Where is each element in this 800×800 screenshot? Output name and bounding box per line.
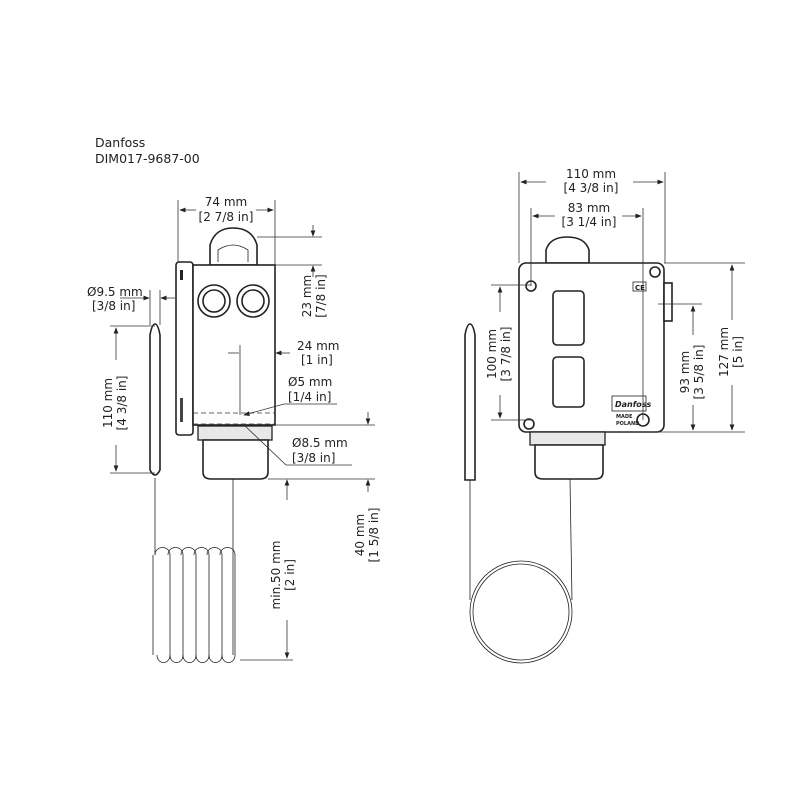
bulb-length-in-label: [4 3/8 in]	[115, 376, 129, 431]
country-label: POLAND	[616, 421, 639, 427]
width-mm-label: 110 mm	[566, 167, 616, 181]
side-gland	[663, 282, 673, 322]
capillary-loop	[469, 560, 573, 664]
base-ring	[529, 431, 606, 446]
sensor-bulb	[464, 323, 476, 481]
document-id: DIM017-9687-00	[95, 151, 200, 166]
hole-spacing-h-in-label: [3 1/4 in]	[562, 215, 617, 229]
bulb-diameter-mm-label: Ø9.5 mm	[87, 285, 143, 299]
top-cap	[545, 236, 590, 264]
screw	[649, 266, 661, 278]
capillary-diameter-mm-label: Ø5 mm	[288, 375, 332, 389]
width-in-label: [4 3/8 in]	[564, 181, 619, 195]
screw	[523, 418, 535, 430]
capillary-coil	[152, 547, 236, 663]
brand-label: Danfoss	[95, 135, 145, 150]
hole-spacing-v-mm-label: 100 mm	[485, 329, 499, 379]
gland-height-in-label: [3 5/8 in]	[692, 345, 706, 400]
hole-spacing-v-in-label: [3 7/8 in]	[499, 327, 513, 382]
gland-height-mm-label: 93 mm	[678, 351, 692, 393]
cap-height-mm-label: 23 mm	[300, 275, 314, 317]
base-ring	[197, 425, 273, 441]
base-height-mm-label: 40 mm	[353, 514, 367, 556]
top-cap	[209, 227, 258, 266]
gland-diameter-mm-label: Ø8.5 mm	[292, 436, 348, 450]
height-mm-label: 127 mm	[717, 327, 731, 377]
front-view-thermostat: CE Danfoss MADE POLAND 110 mm [4 3/8 in]…	[464, 167, 745, 664]
min-bend-in-label: [2 in]	[283, 559, 297, 591]
ce-mark: CE	[635, 284, 645, 292]
hole-spacing-h-mm-label: 83 mm	[568, 201, 610, 215]
sensor-housing	[202, 439, 269, 480]
min-bend-mm-label: min.50 mm	[269, 541, 283, 610]
ce-mark-box	[632, 281, 647, 292]
made-label: MADE	[616, 414, 633, 420]
logo-plate	[611, 395, 647, 412]
gland-diameter-in-label: [3/8 in]	[292, 451, 335, 465]
base-height-in-label: [1 5/8 in]	[367, 508, 381, 563]
sensor-bulb	[149, 323, 161, 476]
bulb-diameter-in-label: [3/8 in]	[92, 299, 135, 313]
bulb-length-mm-label: 110 mm	[101, 378, 115, 428]
capillary-offset-in-label: [1 in]	[301, 353, 333, 367]
sensor-housing	[534, 444, 604, 480]
cap-height-in-label: [7/8 in]	[314, 274, 328, 317]
capillary-offset-mm-label: 24 mm	[297, 339, 339, 353]
width-in-label: [2 7/8 in]	[199, 210, 254, 224]
width-mm-label: 74 mm	[205, 195, 247, 209]
height-in-label: [5 in]	[731, 336, 745, 368]
danfoss-logo: Danfoss	[615, 400, 651, 409]
window-upper	[552, 290, 585, 346]
capillary-diameter-in-label: [1/4 in]	[288, 390, 331, 404]
window-lower	[552, 356, 585, 408]
side-view-thermostat: 74 mm [2 7/8 in] 23 mm [7/8 in] Ø9.5 mm …	[87, 195, 381, 663]
back-plate	[175, 261, 194, 436]
